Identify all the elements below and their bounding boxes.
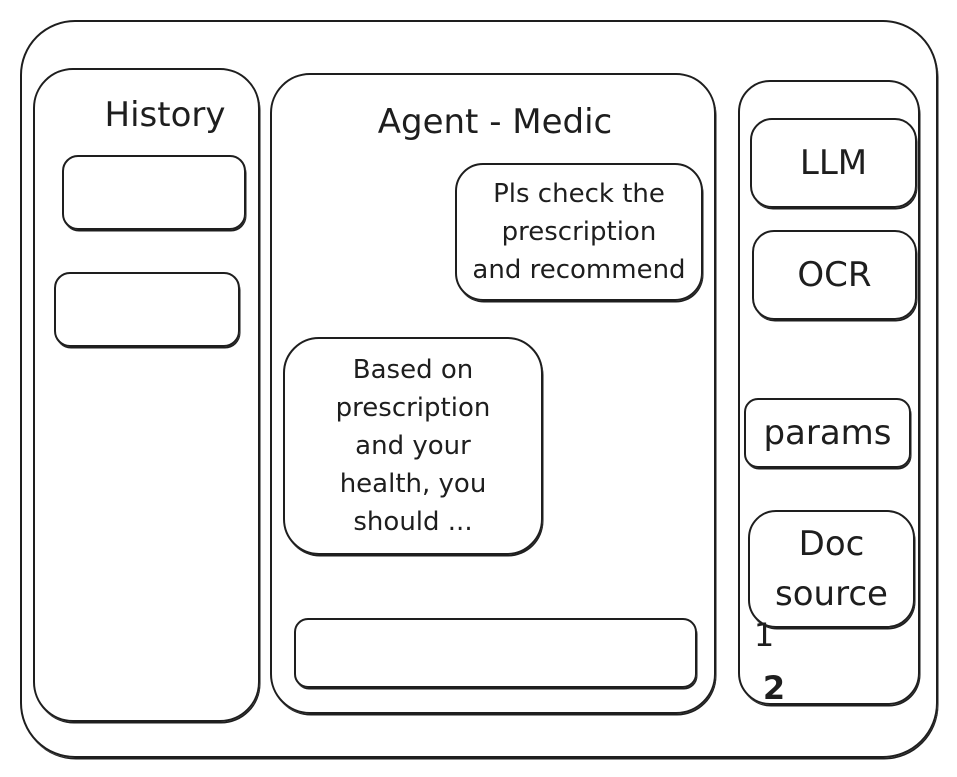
user-message-bubble: Pls check the prescription and recommend <box>455 163 703 301</box>
doc-source-item[interactable]: 2 <box>762 669 786 707</box>
llm-button[interactable]: LLM <box>750 118 917 208</box>
agent-message-bubble: Based on prescription and your health, y… <box>283 337 543 555</box>
params-button[interactable]: params <box>744 398 911 468</box>
history-panel <box>33 68 260 722</box>
history-item[interactable] <box>54 272 240 347</box>
doc-source-button[interactable]: Doc source <box>748 510 915 628</box>
settings-panel <box>738 80 920 705</box>
chat-title: Agent - Medic <box>377 102 613 142</box>
doc-source-item[interactable]: 1 <box>753 616 775 654</box>
history-item[interactable] <box>62 155 246 230</box>
app-window <box>20 20 938 758</box>
chat-input[interactable] <box>294 618 697 688</box>
ocr-button[interactable]: OCR <box>752 230 917 320</box>
chat-panel <box>270 73 716 714</box>
history-title: History <box>104 95 226 135</box>
